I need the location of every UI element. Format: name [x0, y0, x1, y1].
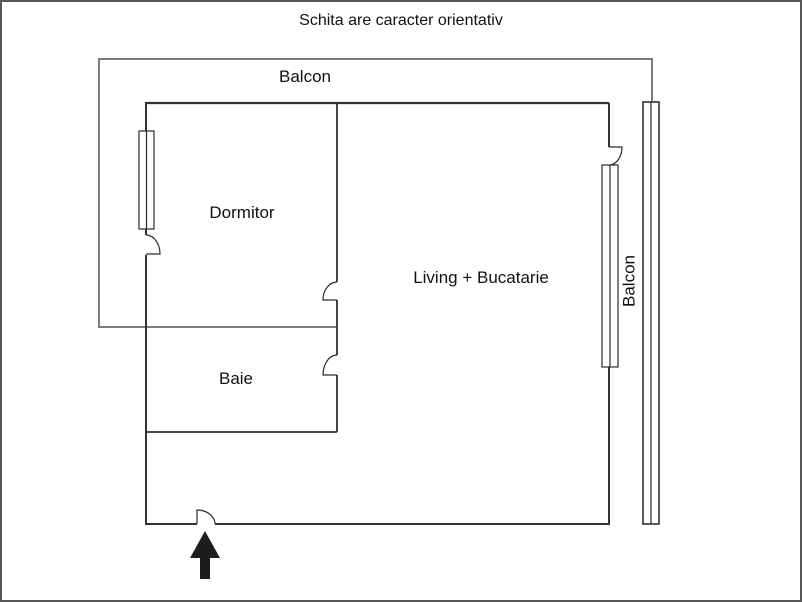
dormitor-door-arc	[145, 234, 161, 255]
entrance-arrow-icon	[190, 531, 220, 579]
dormitor-interior-door-arc	[322, 281, 338, 301]
room-label-balcony-top: Balcon	[279, 67, 331, 86]
entrance-door-arc	[196, 509, 216, 525]
living-door-arc	[609, 146, 623, 166]
balcony-outline	[98, 58, 653, 328]
page-title: Schita are caracter orientativ	[299, 12, 503, 29]
room-label-living: Living + Bucatarie	[413, 268, 549, 287]
baie-door-arc	[322, 354, 338, 376]
room-label-dormitor: Dormitor	[209, 203, 275, 222]
room-label-balcony-right: Balcon	[619, 255, 639, 307]
room-label-baie: Baie	[218, 369, 254, 388]
